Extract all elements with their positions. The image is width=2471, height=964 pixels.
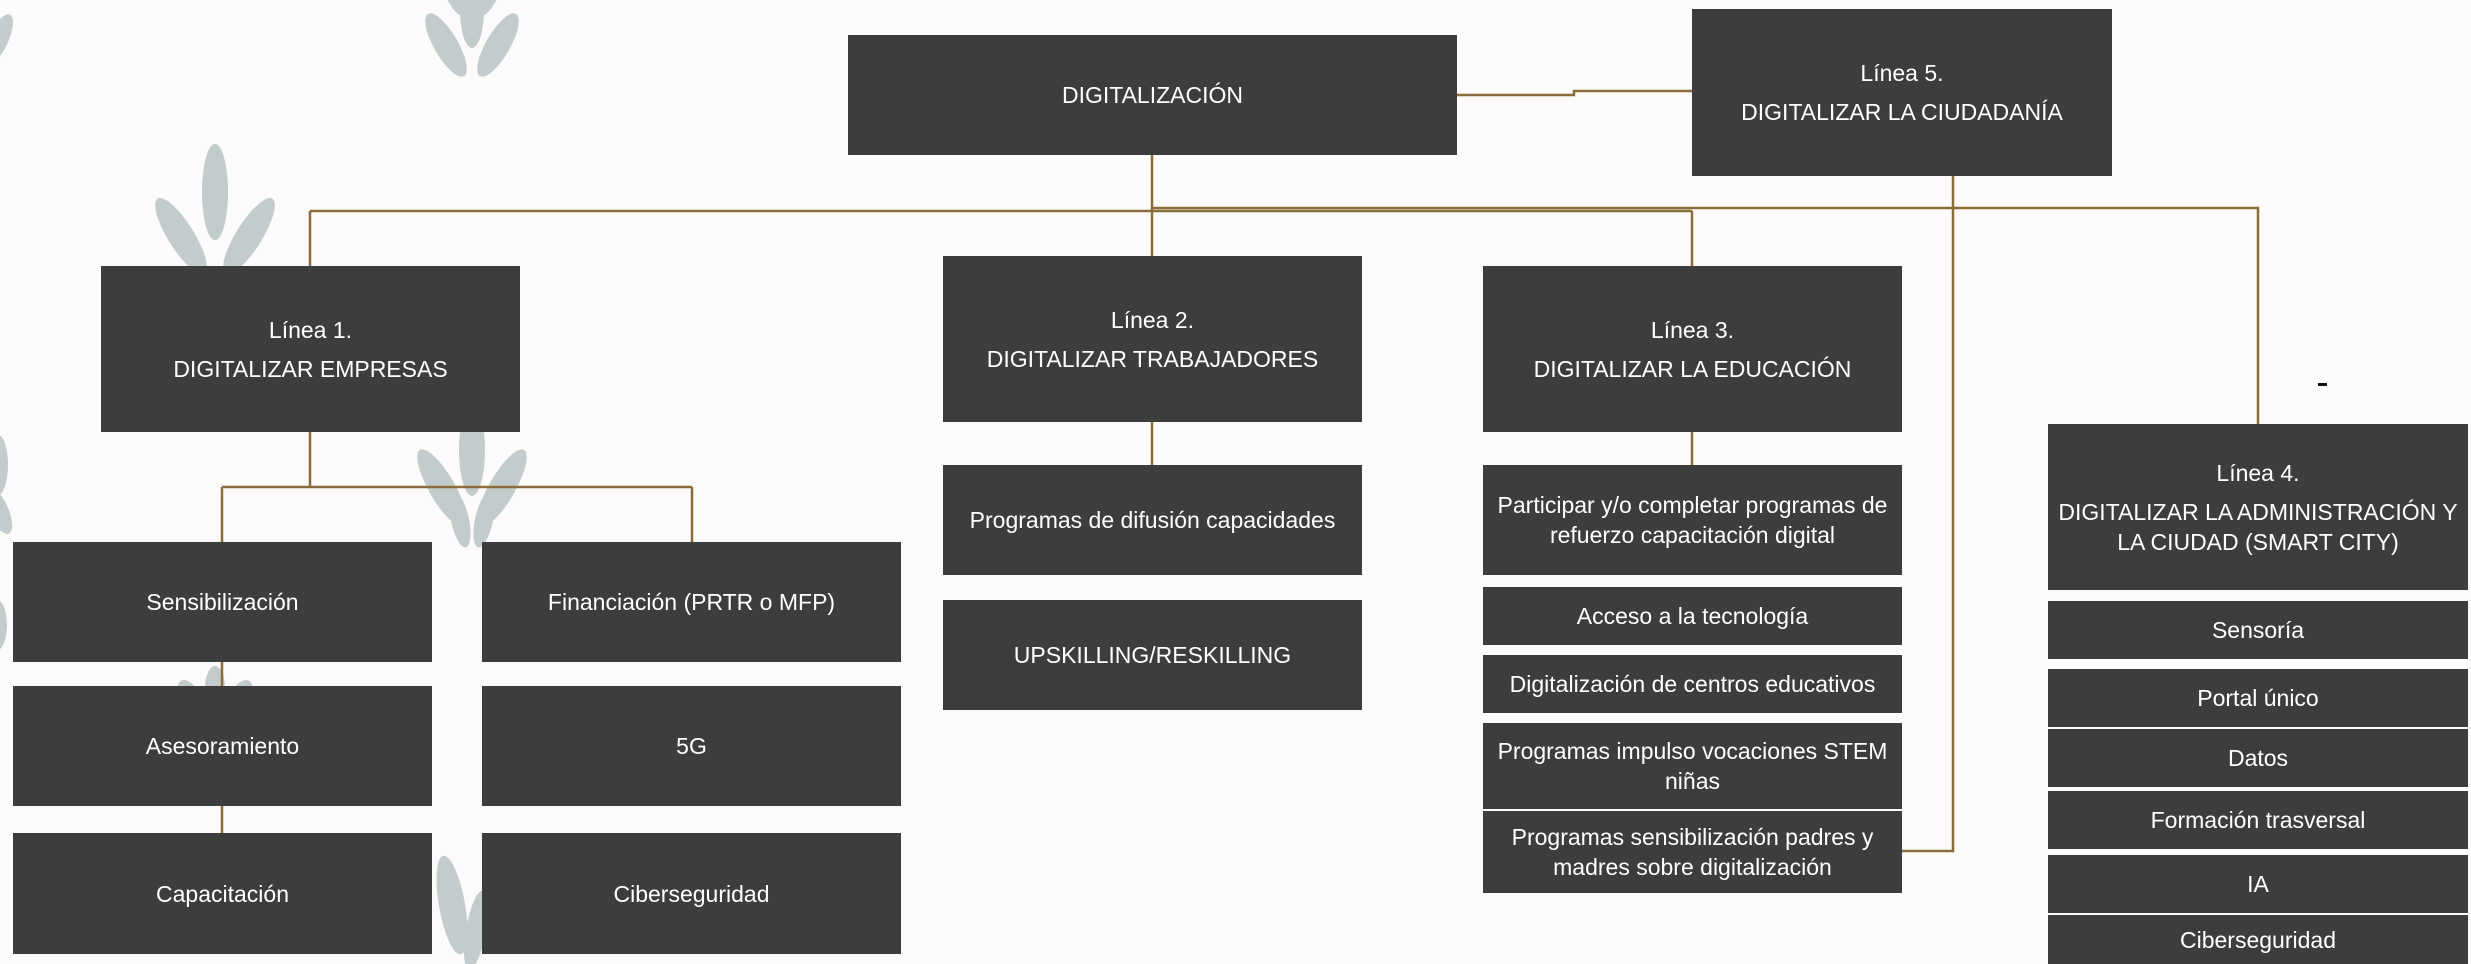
- connector-bus-line4: [1152, 206, 2260, 424]
- item-label: Sensibilización: [146, 589, 299, 615]
- node-root: DIGITALIZACIÓN: [848, 35, 1457, 155]
- item-label: Formación trasversal: [2150, 807, 2366, 833]
- node-line1: Línea 1. DIGITALIZAR EMPRESAS: [101, 266, 520, 432]
- node-root-title: DIGITALIZACIÓN: [1061, 82, 1244, 108]
- item-label: Sensoría: [2211, 617, 2305, 643]
- item-label: Portal único: [2197, 685, 2319, 711]
- line1-item-5g: 5G: [482, 686, 901, 806]
- node-line3-title: DIGITALIZAR LA EDUCACIÓN: [1533, 355, 1852, 382]
- node-line4: Línea 4. DIGITALIZAR LA ADMINISTRACIÓN Y…: [2048, 424, 2468, 590]
- line3-item-sensibilizacion-padres: Programas sensibilización padres y madre…: [1483, 811, 1902, 893]
- item-label: Programas de difusión capacidades: [969, 507, 1336, 533]
- leaf-fragment-icon: [0, 600, 7, 650]
- connector-root-line5: [1457, 89, 1692, 97]
- item-label: Acceso a la tecnología: [1576, 603, 1809, 629]
- line3-item-centros-educativos: Digitalización de centros educativos: [1483, 655, 1902, 713]
- item-label: Digitalización de centros educativos: [1509, 671, 1876, 697]
- node-line4-label: Línea 4.: [2216, 459, 2300, 486]
- node-line5-label: Línea 5.: [1860, 60, 1944, 86]
- line2-item-programas-difusion: Programas de difusión capacidades: [943, 465, 1362, 575]
- stray-mark: [2318, 383, 2327, 386]
- item-label: UPSKILLING/RESKILLING: [1013, 642, 1292, 668]
- line3-item-acceso-tecnologia: Acceso a la tecnología: [1483, 587, 1902, 645]
- item-label: 5G: [676, 733, 707, 759]
- item-label: Ciberseguridad: [613, 880, 770, 907]
- item-label: Programas impulso vocaciones STEM niñas: [1497, 738, 1888, 794]
- node-line2-label: Línea 2.: [1110, 306, 1195, 333]
- node-line3-label: Línea 3.: [1650, 316, 1735, 343]
- item-label: IA: [2247, 871, 2269, 897]
- line3-item-programas-refuerzo: Participar y/o completar programas de re…: [1483, 465, 1902, 575]
- item-label: Participar y/o completar programas de re…: [1497, 492, 1888, 548]
- line2-item-upskilling: UPSKILLING/RESKILLING: [943, 600, 1362, 710]
- line1-item-asesoramiento: Asesoramiento: [13, 686, 432, 806]
- node-line5: Línea 5. DIGITALIZAR LA CIUDADANÍA: [1692, 9, 2112, 176]
- line4-item-ciberseguridad: Ciberseguridad: [2048, 915, 2468, 964]
- line3-item-stem-ninas: Programas impulso vocaciones STEM niñas: [1483, 723, 1902, 809]
- node-line1-title: DIGITALIZAR EMPRESAS: [173, 355, 448, 382]
- connector-line3-to-line5: [1902, 149, 1966, 853]
- line4-item-ia: IA: [2048, 855, 2468, 913]
- line1-item-sensibilizacion: Sensibilización: [13, 542, 432, 662]
- line4-item-formacion-trasversal: Formación trasversal: [2048, 791, 2468, 849]
- leaf-fragment-icon: [0, 435, 8, 495]
- node-line2: Línea 2. DIGITALIZAR TRABAJADORES: [943, 256, 1362, 422]
- item-label: Asesoramiento: [145, 733, 300, 759]
- node-line1-label: Línea 1.: [268, 316, 353, 343]
- node-line5-title: DIGITALIZAR LA CIUDADANÍA: [1741, 99, 2063, 125]
- line1-item-ciberseguridad: Ciberseguridad: [482, 833, 901, 954]
- line4-item-portal-unico: Portal único: [2048, 669, 2468, 727]
- item-label: Financiación (PRTR o MFP): [547, 589, 836, 615]
- line1-item-capacitacion: Capacitación: [13, 833, 432, 954]
- leaf-fragment-icon: [0, 486, 13, 534]
- item-label: Datos: [2227, 745, 2289, 771]
- node-line2-title: DIGITALIZAR TRABAJADORES: [986, 345, 1319, 372]
- leaf-sprig-icon: [425, 0, 519, 77]
- line1-item-financiacion: Financiación (PRTR o MFP): [482, 542, 901, 662]
- item-label: Programas sensibilización padres y madre…: [1511, 824, 1874, 880]
- leaf-sprig-icon: [155, 144, 275, 274]
- item-label: Capacitación: [156, 880, 289, 907]
- line4-item-sensoria: Sensoría: [2048, 601, 2468, 659]
- node-line3: Línea 3. DIGITALIZAR LA EDUCACIÓN: [1483, 266, 1902, 432]
- line4-item-datos: Datos: [2048, 729, 2468, 787]
- node-line4-title: DIGITALIZAR LA ADMINISTRACIÓN Y LA CIUDA…: [2058, 498, 2458, 555]
- item-label: Ciberseguridad: [2180, 926, 2336, 953]
- leaf-fragment-icon: [0, 14, 13, 66]
- connector-line1-branch: [220, 432, 694, 542]
